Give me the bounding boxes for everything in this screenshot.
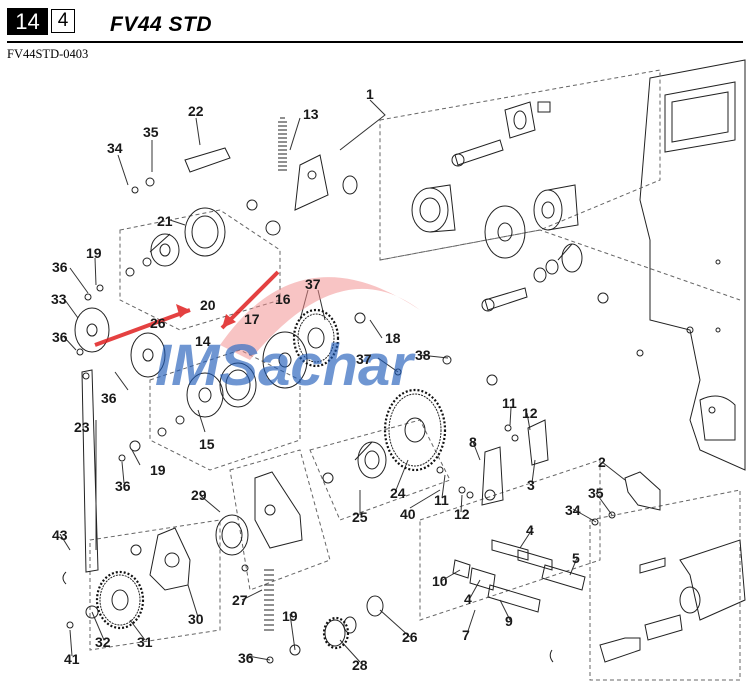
lever-arm xyxy=(62,369,99,585)
header-rule xyxy=(7,41,743,43)
sub-section-box: 4 xyxy=(51,9,75,33)
callout-label: 21 xyxy=(157,213,173,229)
callout-label: 26 xyxy=(402,629,418,645)
callout-label: 19 xyxy=(150,462,166,478)
figure-code: FV44STD-0403 xyxy=(7,47,89,61)
lower-left-assembly xyxy=(66,471,303,629)
callout-label: 20 xyxy=(200,297,216,313)
callout-label: 36 xyxy=(52,329,68,345)
callout-label: 8 xyxy=(469,434,477,450)
callout-label: 19 xyxy=(282,608,298,624)
gear-teeth xyxy=(95,308,447,650)
callout-label: 2 xyxy=(598,454,606,470)
callout-label: 26 xyxy=(150,315,166,331)
callout-label: 7 xyxy=(462,627,470,643)
callout-label: 40 xyxy=(400,506,416,522)
callout-label: 25 xyxy=(352,509,368,525)
callout-label: 35 xyxy=(143,124,159,140)
callout-label: 28 xyxy=(352,657,368,673)
callout-label: 5 xyxy=(572,550,580,566)
callout-label: 4 xyxy=(526,522,534,538)
callout-label: 12 xyxy=(454,506,470,522)
callout-label: 24 xyxy=(390,485,406,501)
callout-label: 10 xyxy=(432,573,448,589)
callout-label: 11 xyxy=(434,492,449,508)
left-upper-parts xyxy=(74,147,231,378)
callout-label: 37 xyxy=(305,276,321,292)
callout-label: 36 xyxy=(101,390,117,406)
callout-label: 1 xyxy=(366,86,374,102)
pin-set xyxy=(452,539,746,663)
callout-label: 3 xyxy=(527,477,535,493)
callout-label: 14 xyxy=(195,333,211,349)
callout-label: 23 xyxy=(74,419,90,435)
callout-label: 34 xyxy=(565,502,581,518)
callout-label: 41 xyxy=(64,651,80,667)
callout-label: 18 xyxy=(385,330,401,346)
watermark: IMSachar xyxy=(94,270,420,398)
callout-label: 30 xyxy=(188,611,204,627)
callout-label: 17 xyxy=(244,311,260,327)
callout-label: 15 xyxy=(199,436,215,452)
callout-label: 43 xyxy=(52,527,68,543)
callout-label: 11 xyxy=(502,395,517,411)
watermark-text: IMSachar xyxy=(155,333,416,398)
callout-label: 33 xyxy=(51,291,67,307)
callout-label: 29 xyxy=(191,487,207,503)
side-frame-plate xyxy=(639,59,746,471)
spring-lower xyxy=(264,569,384,664)
callout-label: 27 xyxy=(232,592,248,608)
leader-lines xyxy=(59,99,626,663)
callout-label: 34 xyxy=(107,140,123,156)
page-number-badge: 14 xyxy=(7,8,48,35)
callout-label: 9 xyxy=(505,613,513,629)
callout-label: 32 xyxy=(95,634,111,650)
page-title: FV44 STD xyxy=(110,13,213,36)
callout-label: 36 xyxy=(238,650,254,666)
callout-label: 12 xyxy=(522,405,538,421)
callout-label: 37 xyxy=(356,351,372,367)
callout-label: 13 xyxy=(303,106,319,122)
callout-label: 38 xyxy=(415,347,431,363)
callout-label: 35 xyxy=(588,485,604,501)
callout-label: 36 xyxy=(115,478,131,494)
spring-upper xyxy=(246,117,358,236)
middle-gear-assembly xyxy=(118,312,498,484)
callout-label: 36 xyxy=(52,259,68,275)
pulley-assembly xyxy=(411,101,644,357)
callout-label: 19 xyxy=(86,245,102,261)
callout-label: 4 xyxy=(464,591,472,607)
bracket-parts xyxy=(436,419,661,526)
callout-label: 16 xyxy=(275,291,291,307)
callout-label: 31 xyxy=(137,634,153,650)
callout-label: 22 xyxy=(188,103,204,119)
